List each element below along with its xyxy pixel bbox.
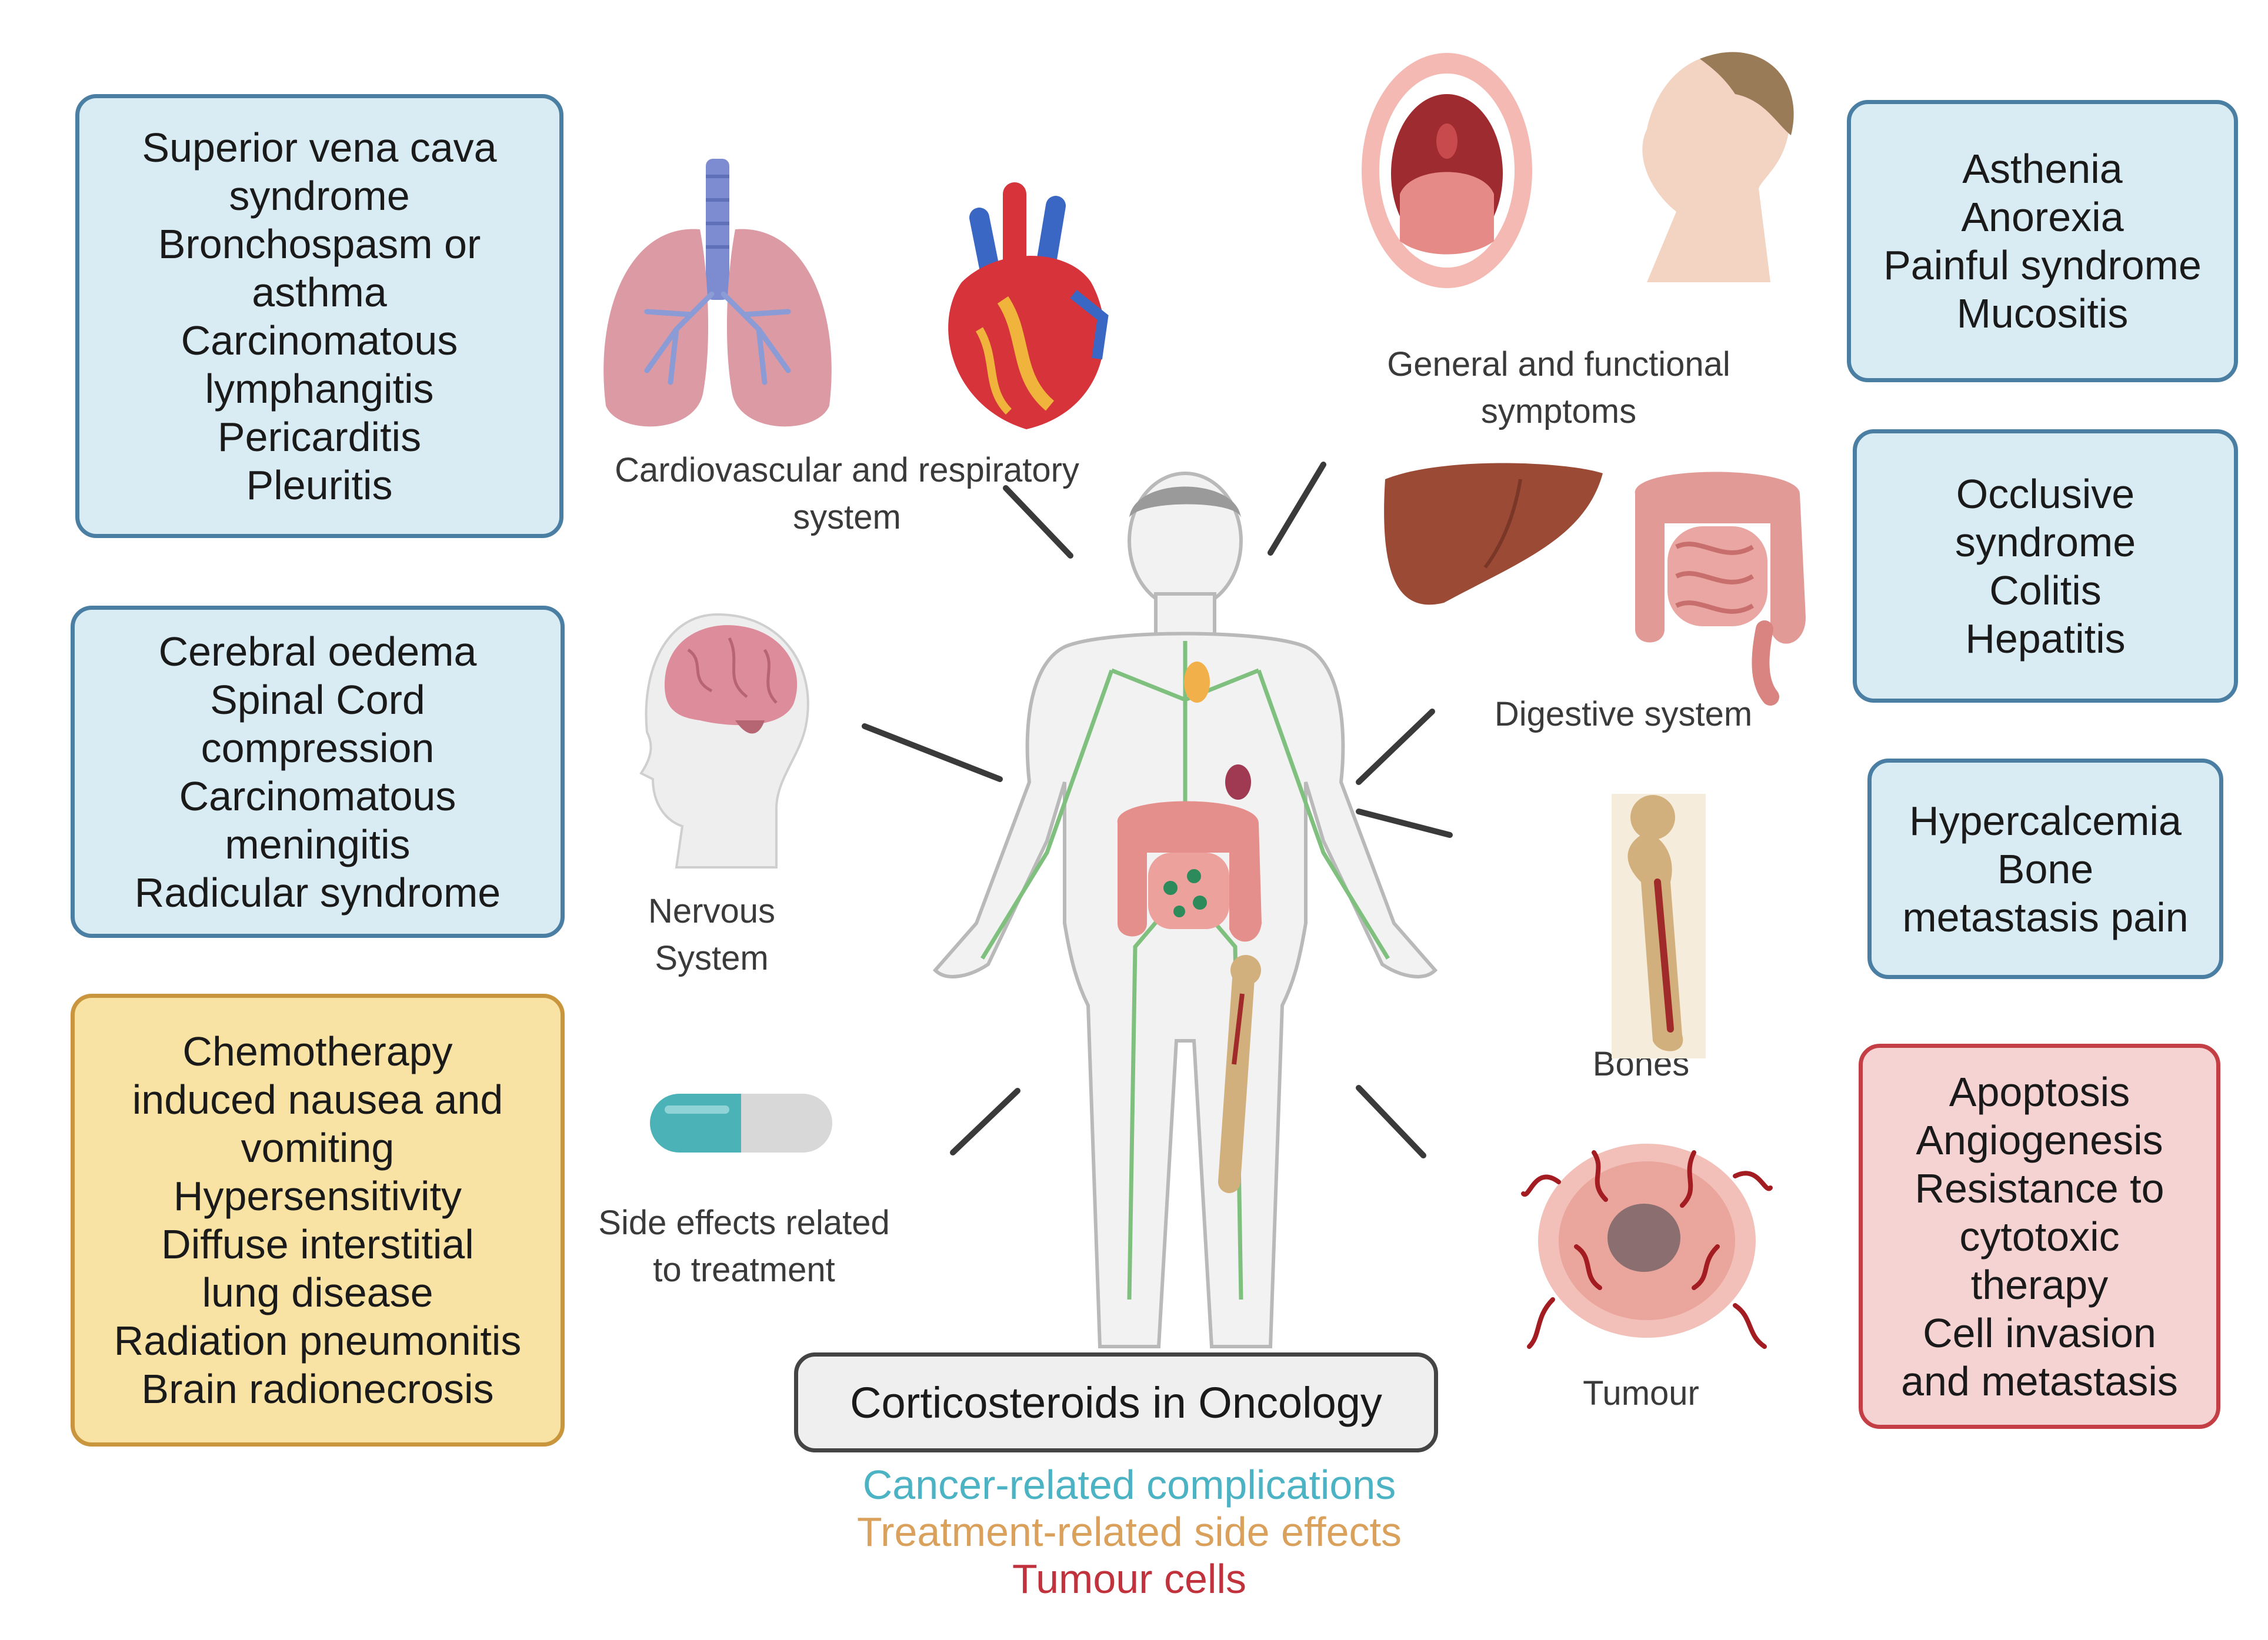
label-line: Side effects related bbox=[598, 1204, 890, 1242]
general-symptoms-label: General and functional symptoms bbox=[1347, 341, 1770, 435]
box-line: and metastasis bbox=[1901, 1358, 2178, 1404]
box-line: Apoptosis bbox=[1949, 1068, 2130, 1115]
box-line: Angiogenesis bbox=[1916, 1117, 2163, 1163]
pill-icon bbox=[650, 1094, 832, 1153]
lungs-icon bbox=[603, 159, 832, 427]
general-symptoms-box: Asthenia Anorexia Painful syndrome Mucos… bbox=[1847, 100, 2238, 382]
intestines-icon bbox=[1635, 472, 1806, 706]
box-line: Pleuritis bbox=[246, 462, 393, 508]
nervous-complications-box: Cerebral oedema Spinal Cord compression … bbox=[71, 606, 565, 938]
box-line: Spinal Cord bbox=[210, 676, 425, 723]
nervous-system-label: Nervous System bbox=[600, 888, 823, 982]
treatment-side-effects-box: Chemotherapy induced nausea and vomiting… bbox=[71, 994, 565, 1447]
box-line: compression bbox=[201, 724, 435, 771]
box-line: Radicular syndrome bbox=[134, 869, 501, 916]
legend-tumour-cells: Tumour cells bbox=[1012, 1556, 1247, 1602]
connector-cardio bbox=[1003, 485, 1073, 559]
connector-nervous bbox=[862, 723, 1003, 782]
side-effects-label: Side effects related to treatment bbox=[565, 1200, 923, 1294]
box-line: syndrome bbox=[229, 172, 410, 219]
box-line: Superior vena cava bbox=[142, 124, 497, 171]
label-line: to treatment bbox=[653, 1251, 835, 1289]
box-line: meningitis bbox=[225, 821, 411, 867]
label-line: system bbox=[793, 498, 901, 536]
connector-digestive bbox=[1356, 709, 1435, 785]
heart-icon bbox=[948, 182, 1109, 429]
box-line: Radiation pneumonitis bbox=[114, 1318, 522, 1364]
box-line: Hypercalcemia bbox=[1909, 797, 2182, 844]
box-line: Carcinomatous bbox=[179, 773, 456, 819]
liver-icon bbox=[1384, 463, 1603, 605]
box-line: lung disease bbox=[202, 1270, 433, 1315]
label-line: System bbox=[655, 939, 769, 977]
label-line: Tumour bbox=[1583, 1374, 1699, 1412]
brain-head-icon bbox=[639, 613, 809, 869]
connector-general bbox=[1268, 462, 1326, 556]
connector-side-effects bbox=[950, 1088, 1020, 1155]
box-line: induced nausea and bbox=[132, 1077, 503, 1123]
box-line: syndrome bbox=[1955, 519, 2136, 565]
box-line: Mucositis bbox=[1956, 290, 2129, 336]
tumour-label: Tumour bbox=[1541, 1370, 1741, 1417]
box-line: Brain radionecrosis bbox=[141, 1366, 494, 1412]
respiratory-complications-box: Superior vena cava syndrome Bronchospasm… bbox=[75, 94, 563, 538]
label-line: symptoms bbox=[1480, 392, 1637, 430]
box-line: Carcinomatous bbox=[181, 317, 458, 363]
box-line: Hypersensitivity bbox=[173, 1173, 462, 1219]
bone-complications-box: Hypercalcemia Bone metastasis pain bbox=[1867, 759, 2223, 979]
mouth-icon bbox=[1362, 53, 1532, 288]
box-line: Painful syndrome bbox=[1883, 242, 2202, 288]
human-body-icon bbox=[932, 472, 1438, 1348]
box-line: Pericarditis bbox=[217, 413, 422, 460]
box-line: Chemotherapy bbox=[182, 1028, 453, 1074]
box-line: lymphangitis bbox=[205, 365, 434, 412]
cardio-respiratory-label: Cardiovascular and respiratory system bbox=[588, 447, 1106, 541]
box-line: Asthenia bbox=[1962, 146, 2123, 192]
box-line: therapy bbox=[1970, 1261, 2109, 1308]
tumour-icon bbox=[1521, 1144, 1773, 1349]
digestive-complications-box: Occlusive syndrome Colitis Hepatitis bbox=[1853, 429, 2238, 703]
tumour-cells-box: Apoptosis Angiogenesis Resistance to cyt… bbox=[1859, 1044, 2220, 1429]
box-line: Hepatitis bbox=[1965, 615, 2126, 662]
label-line: General and functional bbox=[1387, 345, 1730, 383]
box-line: Diffuse interstitial bbox=[161, 1221, 474, 1267]
head-neck-icon bbox=[1642, 52, 1794, 282]
box-line: Cell invasion bbox=[1923, 1310, 2156, 1356]
box-line: Colitis bbox=[1989, 567, 2102, 613]
label-line: Cardiovascular and respiratory bbox=[615, 451, 1079, 489]
legend-treatment-related: Treatment-related side effects bbox=[857, 1509, 1402, 1555]
box-line: Occlusive bbox=[1956, 470, 2135, 517]
legend-cancer-related: Cancer-related complications bbox=[862, 1462, 1396, 1508]
label-line: Digestive system bbox=[1494, 695, 1753, 733]
box-line: Resistance to bbox=[1915, 1165, 2164, 1211]
connector-tumour bbox=[1356, 1085, 1426, 1158]
box-line: cytotoxic bbox=[1959, 1213, 2120, 1260]
box-line: Anorexia bbox=[1961, 194, 2124, 240]
bone-icon bbox=[1612, 794, 1706, 1058]
box-line: Cerebral oedema bbox=[158, 628, 477, 674]
box-line: Bone bbox=[1997, 846, 2094, 892]
connector-bones bbox=[1356, 809, 1453, 838]
diagram-title: Corticosteroids in Oncology bbox=[794, 1352, 1438, 1452]
label-line: Nervous bbox=[648, 892, 775, 930]
digestive-system-label: Digestive system bbox=[1435, 691, 1812, 738]
box-line: asthma bbox=[252, 269, 387, 315]
box-line: metastasis pain bbox=[1902, 894, 2189, 940]
box-line: Bronchospasm or bbox=[158, 221, 481, 267]
box-line: vomiting bbox=[241, 1125, 395, 1171]
